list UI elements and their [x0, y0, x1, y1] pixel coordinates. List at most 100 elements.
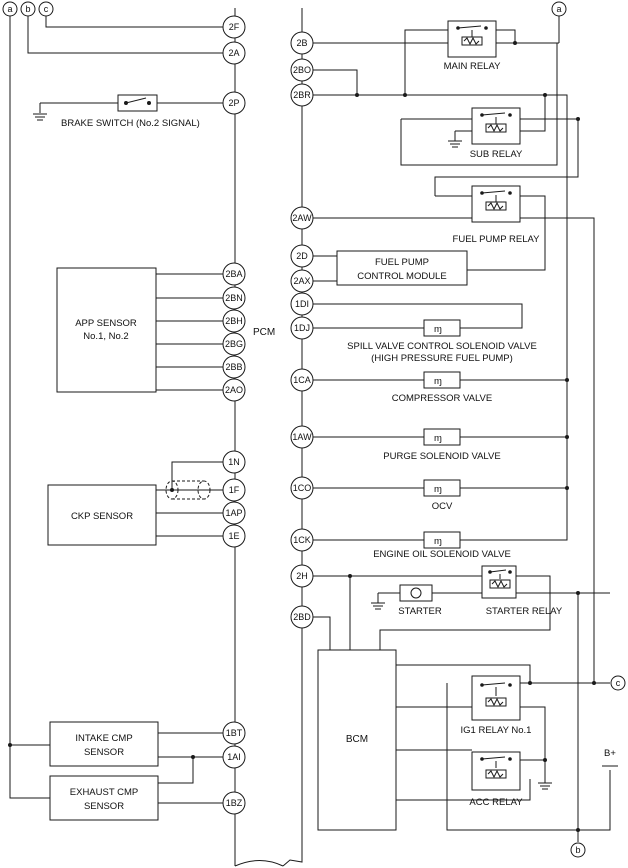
pin-1CO: 1CO	[290, 476, 314, 500]
svg-text:a: a	[7, 4, 12, 14]
svg-text:2AW: 2AW	[292, 213, 312, 223]
left-connectors: a b c	[2, 1, 223, 799]
svg-text:INTAKE CMP: INTAKE CMP	[75, 733, 132, 744]
connector-a-right	[551, 1, 567, 17]
svg-text:EXHAUST CMP: EXHAUST CMP	[70, 787, 138, 798]
svg-text:2H: 2H	[296, 571, 308, 581]
pin-2B: 2B	[290, 31, 314, 55]
svg-text:1CK: 1CK	[293, 535, 311, 545]
svg-text:SPILL VALVE CONTROL SOLENOID V: SPILL VALVE CONTROL SOLENOID VALVE	[347, 341, 537, 352]
connector-b-bottom	[570, 842, 586, 858]
svg-text:1AI: 1AI	[227, 752, 241, 762]
svg-text:b: b	[575, 845, 580, 855]
svg-text:1E: 1E	[228, 531, 239, 541]
svg-text:2P: 2P	[228, 98, 239, 108]
pin-1BZ: 1BZ	[222, 791, 246, 815]
pin-1AI: 1AI	[222, 745, 246, 769]
svg-text:STARTER: STARTER	[398, 606, 442, 617]
svg-text:CONTROL MODULE: CONTROL MODULE	[357, 271, 446, 282]
pin-2AW: 2AW	[290, 206, 314, 230]
svg-text:STARTER RELAY: STARTER RELAY	[486, 606, 563, 617]
pin-2BG: 2BG	[222, 332, 246, 356]
svg-text:FUEL PUMP: FUEL PUMP	[375, 257, 429, 268]
pin-2AO: 2AO	[222, 378, 246, 402]
svg-text:APP SENSOR: APP SENSOR	[75, 318, 137, 329]
app-sensor: APP SENSOR No.1, No.2	[56, 267, 223, 393]
right-connectors: a c b	[551, 1, 626, 858]
svg-text:SENSOR: SENSOR	[84, 801, 124, 812]
svg-text:PURGE SOLENOID VALVE: PURGE SOLENOID VALVE	[383, 451, 500, 462]
svg-text:2F: 2F	[229, 22, 240, 32]
svg-text:1N: 1N	[228, 457, 240, 467]
connector-c-right	[610, 675, 626, 691]
svg-text:2B: 2B	[296, 38, 307, 48]
svg-text:(HIGH PRESSURE FUEL PUMP): (HIGH PRESSURE FUEL PUMP)	[371, 353, 513, 364]
svg-text:2BH: 2BH	[225, 316, 243, 326]
svg-text:1AW: 1AW	[292, 432, 312, 442]
svg-text:2BG: 2BG	[225, 339, 243, 349]
svg-text:No.1, No.2: No.1, No.2	[83, 331, 128, 342]
cmp-sensors: INTAKE CMP SENSOR EXHAUST CMP SENSOR	[8, 721, 223, 821]
pin-1AW: 1AW	[290, 425, 314, 449]
svg-text:2D: 2D	[296, 251, 308, 261]
pcm-label: PCM	[253, 327, 275, 338]
svg-text:2AX: 2AX	[293, 276, 310, 286]
svg-text:a: a	[556, 4, 561, 14]
pin-1AP: 1AP	[222, 501, 246, 525]
pin-2BR: 2BR	[290, 83, 314, 107]
ckp-sensor: CKP SENSOR	[47, 461, 223, 546]
svg-text:SENSOR: SENSOR	[84, 747, 124, 758]
pin-1CK: 1CK	[290, 528, 314, 552]
svg-text:1CO: 1CO	[293, 483, 312, 493]
pin-2BN: 2BN	[222, 286, 246, 310]
svg-text:1AP: 1AP	[225, 508, 242, 518]
svg-text:FUEL PUMP RELAY: FUEL PUMP RELAY	[453, 234, 541, 245]
pin-1DJ: 1DJ	[290, 316, 314, 340]
pin-2BH: 2BH	[222, 309, 246, 333]
svg-text:ENGINE OIL SOLENOID VALVE: ENGINE OIL SOLENOID VALVE	[373, 549, 511, 560]
svg-text:1BZ: 1BZ	[226, 798, 243, 808]
connector-a-left	[2, 1, 18, 17]
pin-1F: 1F	[222, 478, 246, 502]
pin-1DI: 1DI	[290, 292, 314, 316]
svg-text:ɱ: ɱ	[434, 324, 442, 335]
svg-text:ɱ: ɱ	[434, 376, 442, 387]
svg-text:b: b	[25, 4, 30, 14]
connector-b-left	[20, 1, 36, 17]
pcm-right-pins: 2B 2BO 2BR 2AW 2D 2AX 1DI 1DJ 1CA 1AW 1C…	[290, 31, 314, 629]
svg-text:1CA: 1CA	[293, 375, 311, 385]
svg-text:OCV: OCV	[432, 501, 453, 512]
pin-2BO: 2BO	[290, 58, 314, 82]
svg-text:1F: 1F	[229, 485, 240, 495]
ground-icon	[33, 103, 47, 121]
pin-2BB: 2BB	[222, 355, 246, 379]
svg-text:2A: 2A	[228, 48, 239, 58]
svg-text:B+: B+	[604, 748, 616, 759]
ground-icon	[371, 593, 385, 610]
pin-2AX: 2AX	[290, 269, 314, 293]
svg-text:c: c	[44, 4, 49, 14]
svg-text:BRAKE SWITCH (No.2 SIGNAL): BRAKE SWITCH (No.2 SIGNAL)	[61, 118, 200, 129]
ground-icon	[448, 130, 472, 148]
svg-text:MAIN RELAY: MAIN RELAY	[444, 61, 502, 72]
svg-text:IG1 RELAY No.1: IG1 RELAY No.1	[461, 725, 532, 736]
brake-switch: BRAKE SWITCH (No.2 SIGNAL)	[33, 94, 223, 129]
svg-text:BCM: BCM	[346, 734, 368, 745]
svg-text:CKP SENSOR: CKP SENSOR	[71, 511, 133, 522]
svg-text:2BO: 2BO	[293, 65, 311, 75]
pin-2H: 2H	[290, 564, 314, 588]
pin-2A: 2A	[222, 41, 246, 65]
pin-1E: 1E	[222, 524, 246, 548]
pin-1CA: 1CA	[290, 368, 314, 392]
svg-text:2BA: 2BA	[225, 269, 242, 279]
connector-c-left	[38, 1, 54, 17]
svg-text:2AO: 2AO	[225, 385, 243, 395]
svg-text:c: c	[616, 678, 621, 688]
svg-text:ɱ: ɱ	[434, 433, 442, 444]
svg-text:1DJ: 1DJ	[294, 323, 310, 333]
svg-text:COMPRESSOR VALVE: COMPRESSOR VALVE	[392, 393, 492, 404]
pin-1N: 1N	[222, 450, 246, 474]
svg-text:2BD: 2BD	[293, 612, 311, 622]
pin-2D: 2D	[290, 244, 314, 268]
